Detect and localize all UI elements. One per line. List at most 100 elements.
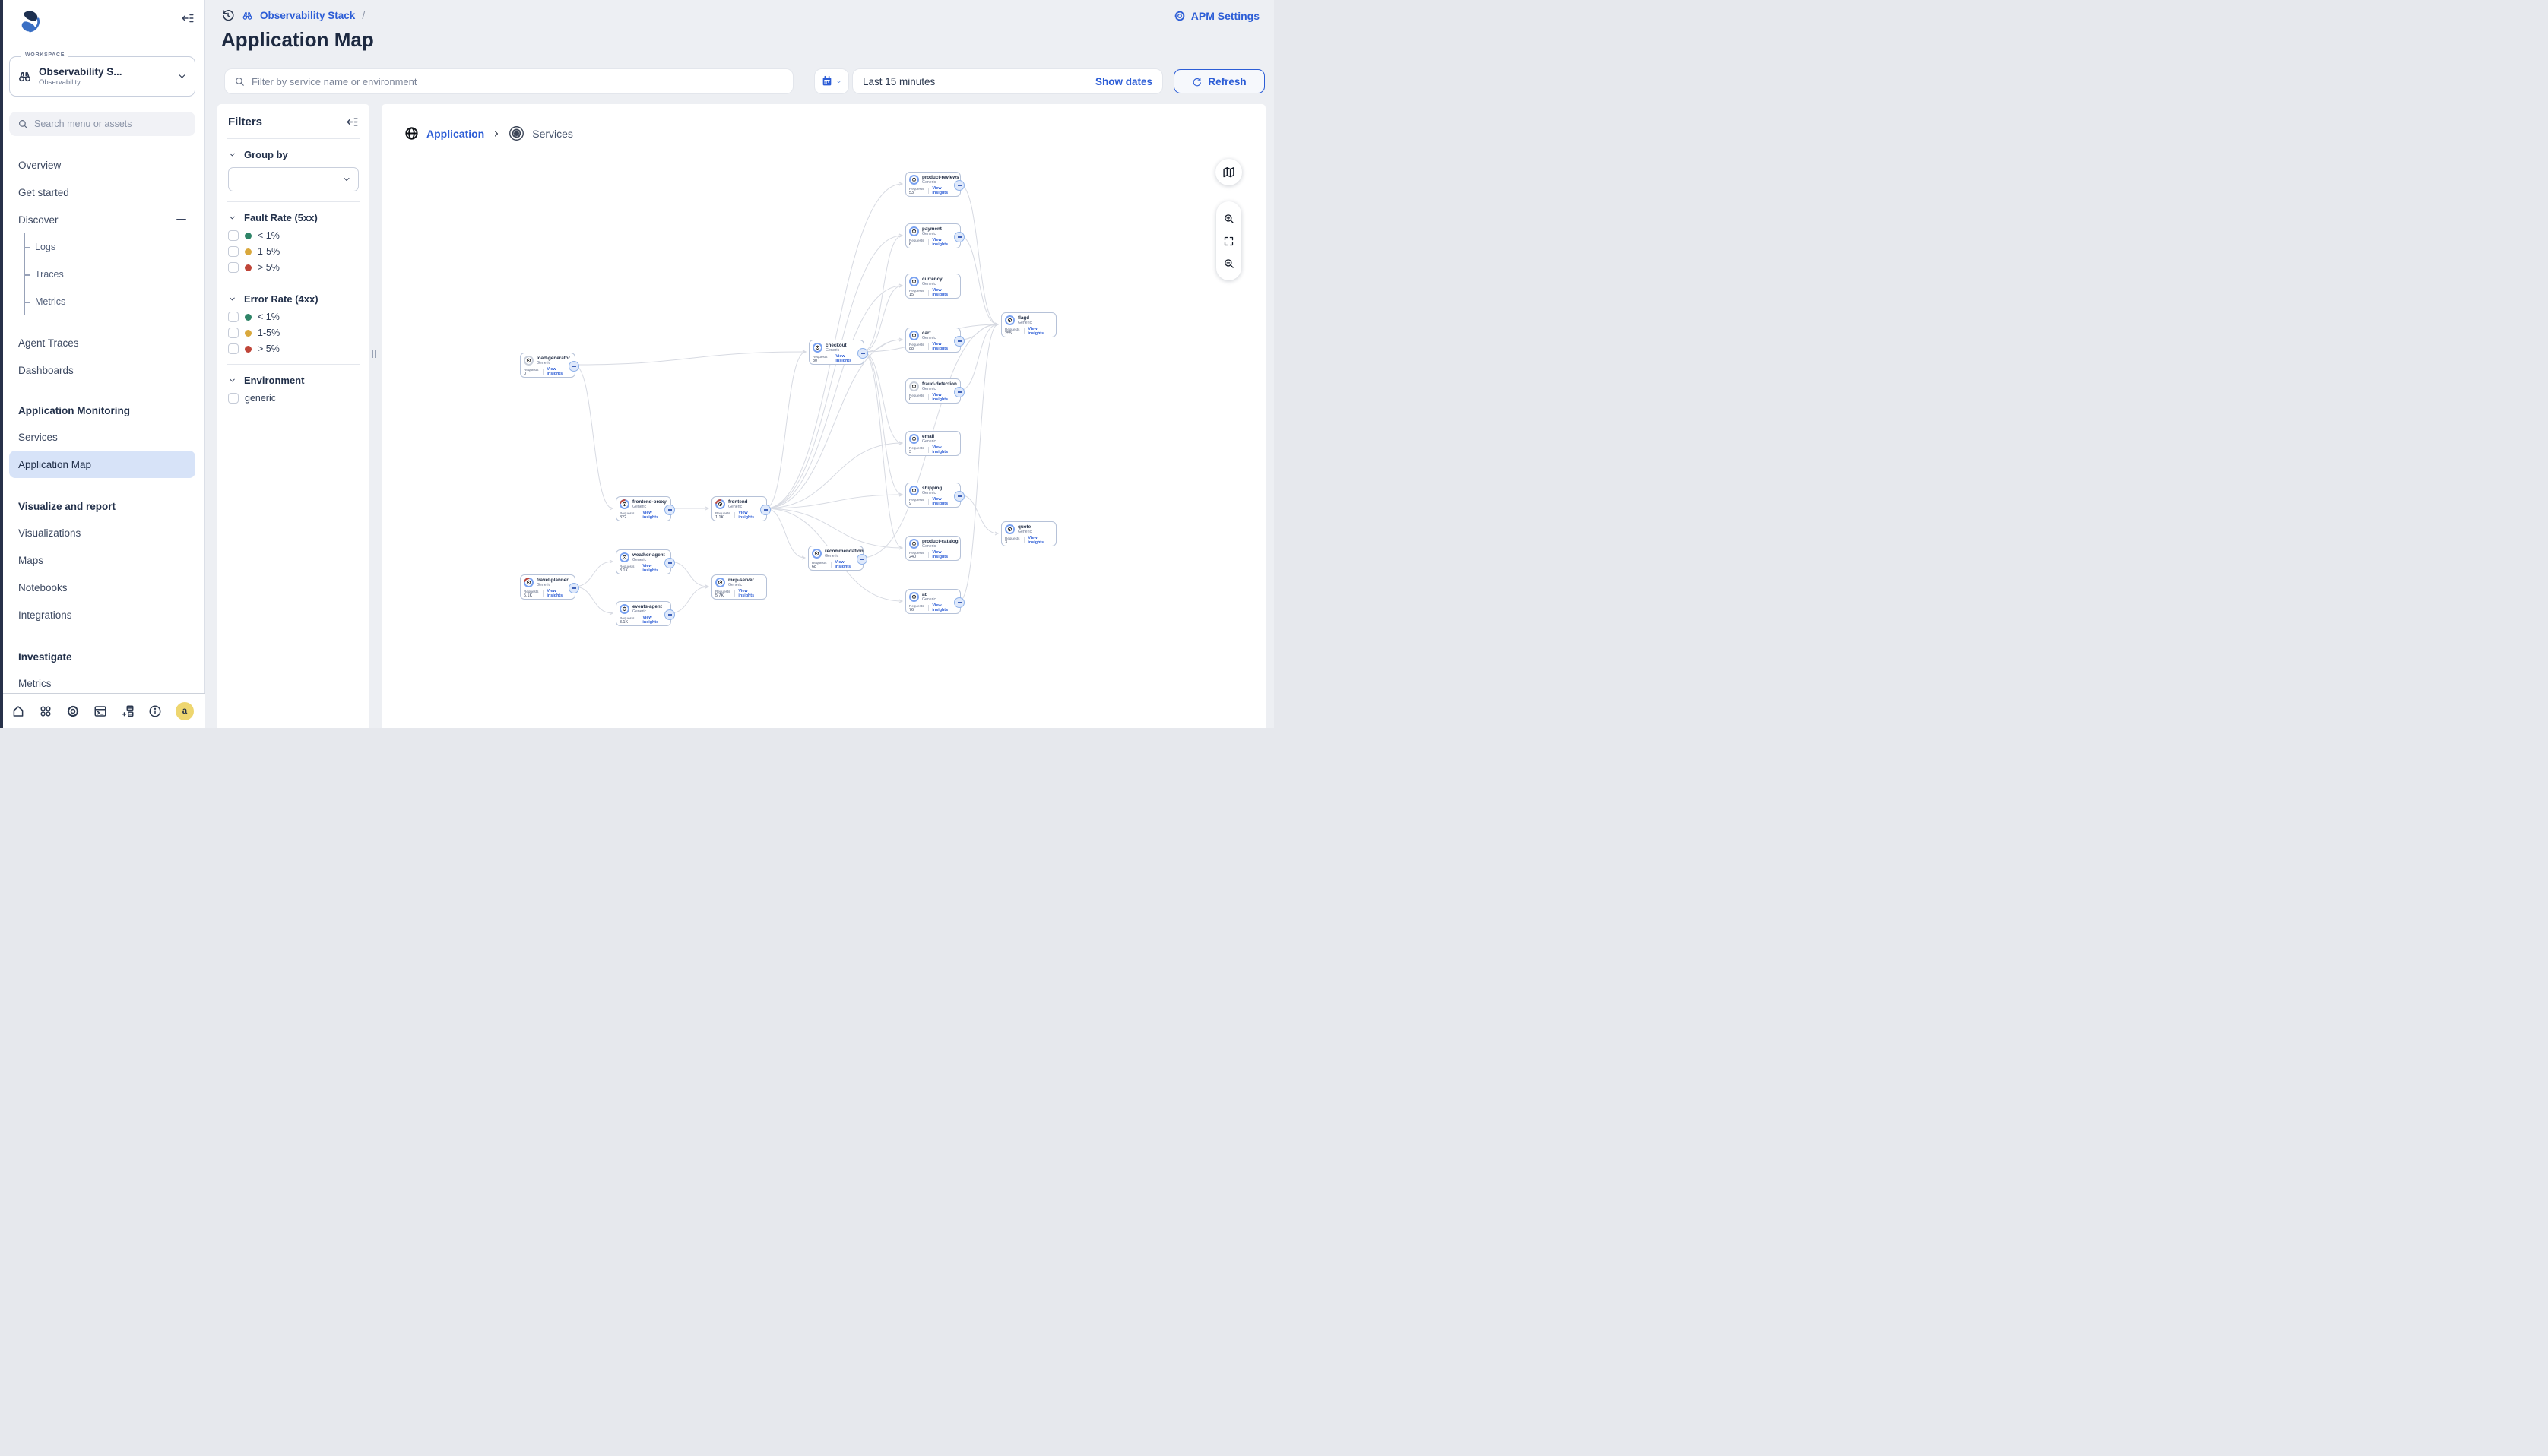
collapse-node-button[interactable] [954, 387, 965, 397]
view-insights-link[interactable]: View insights [642, 616, 659, 625]
environment-section-toggle[interactable]: Environment [228, 375, 359, 386]
view-insights-link[interactable]: View insights [932, 186, 949, 195]
collapse-node-button[interactable] [664, 609, 675, 620]
fault-rate-section-toggle[interactable]: Fault Rate (5xx) [228, 212, 359, 223]
apm-settings-link[interactable]: APM Settings [1174, 10, 1260, 22]
collapse-node-button[interactable] [760, 505, 771, 515]
apps-grid-icon[interactable] [39, 704, 52, 718]
view-insights-link[interactable]: View insights [1028, 327, 1044, 336]
error-rate-option[interactable]: < 1% [228, 312, 359, 322]
collapse-node-button[interactable] [954, 180, 965, 191]
view-insights-link[interactable]: View insights [932, 497, 949, 506]
sidebar-item-application-map[interactable]: Application Map [9, 451, 195, 478]
view-insights-link[interactable]: View insights [932, 342, 949, 351]
time-range-box[interactable]: Last 15 minutes Show dates [853, 69, 1162, 93]
view-insights-link[interactable]: View insights [932, 550, 949, 559]
settings-gear-icon[interactable] [66, 704, 80, 718]
error-rate-section-toggle[interactable]: Error Rate (4xx) [228, 293, 359, 305]
environment-option[interactable]: generic [228, 393, 359, 404]
view-insights-link[interactable]: View insights [835, 560, 851, 569]
sidebar-item-metrics[interactable]: Metrics [25, 288, 195, 315]
collapse-sidebar-icon[interactable] [181, 11, 195, 25]
history-clock-icon[interactable] [221, 8, 235, 22]
error-rate-option[interactable]: > 5% [228, 343, 359, 354]
collapse-node-button[interactable] [664, 558, 675, 568]
sidebar-item-dashboards[interactable]: Dashboards [9, 356, 195, 384]
terminal-icon[interactable] [93, 704, 107, 718]
collapse-node-button[interactable] [857, 348, 868, 359]
sidebar-item-metrics-investigate[interactable]: Metrics [9, 669, 195, 697]
view-insights-link[interactable]: View insights [932, 238, 949, 247]
sidebar-item-discover[interactable]: Discover [9, 206, 195, 233]
view-insights-link[interactable]: View insights [738, 511, 755, 520]
sidebar-item-logs[interactable]: Logs [25, 233, 195, 261]
service-filter-input[interactable]: Filter by service name or environment [225, 69, 793, 93]
add-panel-icon[interactable] [121, 704, 135, 718]
view-insights-link[interactable]: View insights [932, 603, 949, 612]
group-by-select[interactable] [228, 167, 359, 191]
collapse-node-button[interactable] [954, 597, 965, 608]
collapse-node-button[interactable] [857, 554, 867, 565]
group-by-section-toggle[interactable]: Group by [228, 149, 359, 160]
error-rate-option[interactable]: 1-5% [228, 328, 359, 338]
zoom-in-icon[interactable] [1223, 213, 1234, 224]
view-insights-link[interactable]: View insights [835, 354, 852, 363]
workspace-selector[interactable]: WORKSPACE Observability S... Observabili… [9, 52, 195, 97]
collapse-filters-icon[interactable] [346, 116, 359, 128]
view-insights-link[interactable]: View insights [642, 511, 659, 520]
fullscreen-icon[interactable] [1223, 236, 1234, 247]
view-insights-link[interactable]: View insights [932, 288, 949, 297]
fault-rate-option[interactable]: > 5% [228, 262, 359, 273]
sidebar-item-overview[interactable]: Overview [9, 151, 195, 179]
map-breadcrumb-application[interactable]: Application [426, 127, 485, 140]
sidebar-item-traces[interactable]: Traces [25, 261, 195, 288]
checkbox[interactable] [228, 393, 239, 404]
sidebar-item-visualizations[interactable]: Visualizations [9, 519, 195, 546]
checkbox[interactable] [228, 246, 239, 257]
view-insights-link[interactable]: View insights [547, 367, 563, 376]
sidebar-item-integrations[interactable]: Integrations [9, 601, 195, 628]
collapse-node-button[interactable] [569, 361, 579, 372]
view-insights-link[interactable]: View insights [1028, 536, 1044, 545]
sidebar-item-notebooks[interactable]: Notebooks [9, 574, 195, 601]
collapse-node-button[interactable] [569, 583, 579, 593]
collapse-section-icon[interactable] [176, 219, 186, 220]
collapse-node-button[interactable] [954, 336, 965, 347]
breadcrumb-workspace-link[interactable]: Observability Stack [260, 9, 356, 21]
info-icon[interactable] [148, 704, 162, 718]
user-avatar[interactable]: a [176, 701, 194, 720]
zoom-out-icon[interactable] [1223, 258, 1234, 269]
view-insights-link[interactable]: View insights [932, 445, 949, 454]
checkbox[interactable] [228, 230, 239, 241]
sidebar-item-get-started[interactable]: Get started [9, 179, 195, 206]
refresh-button[interactable]: Refresh [1174, 69, 1265, 93]
sidebar-item-maps[interactable]: Maps [9, 546, 195, 574]
view-insights-link[interactable]: View insights [738, 589, 755, 598]
panel-resize-handle[interactable] [372, 350, 376, 358]
app-logo-icon[interactable] [17, 8, 43, 34]
checkbox[interactable] [228, 343, 239, 354]
home-icon[interactable] [11, 704, 25, 718]
fault-rate-option[interactable]: 1-5% [228, 246, 359, 257]
checkbox[interactable] [228, 312, 239, 322]
sidebar-item-services[interactable]: Services [9, 423, 195, 451]
